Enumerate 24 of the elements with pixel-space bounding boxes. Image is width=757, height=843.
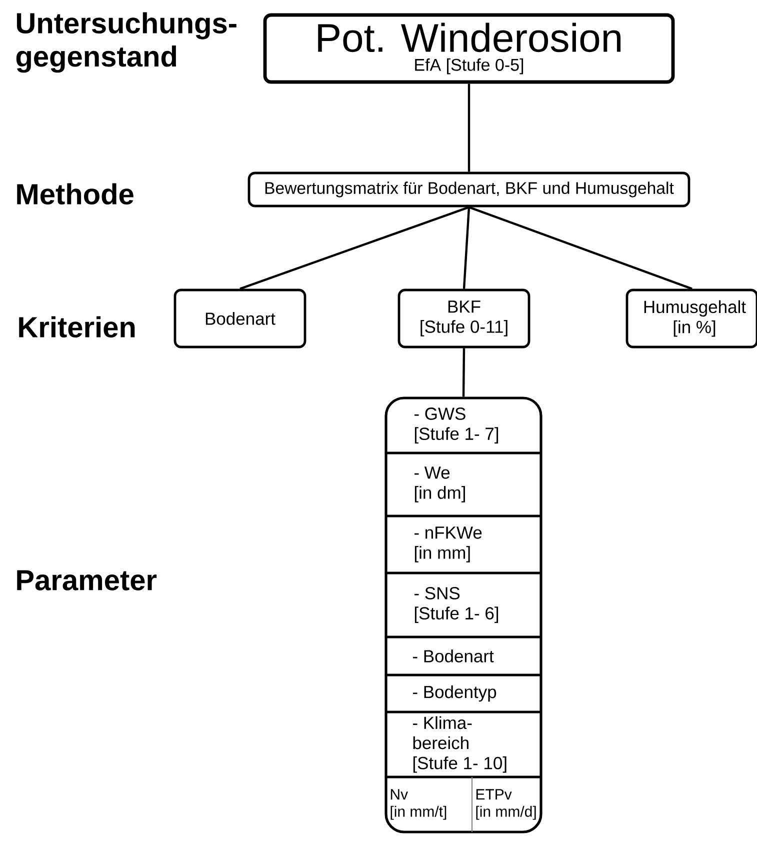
row-label: Kriterien xyxy=(19,316,135,338)
parameter-cell: - We [in dm] xyxy=(414,466,465,502)
criterion-box: Humusgehalt [in %] xyxy=(626,288,757,348)
parameter-cell: - Bodentyp xyxy=(412,685,496,702)
connector-line xyxy=(240,206,470,290)
parameter-cell: ETPv [in mm/d] xyxy=(476,789,536,820)
parameter-cell: - nFKWe [in mm] xyxy=(414,526,482,562)
row-label: Untersuchungs- gegenstand xyxy=(16,12,236,73)
topic-box: Pot. Winderosion EfA [Stufe 0-5] xyxy=(263,13,675,84)
criterion-box: Bodenart xyxy=(174,288,306,348)
connector-line xyxy=(468,206,692,290)
connector-line xyxy=(468,84,470,172)
row-label: Methode xyxy=(17,183,134,204)
connector-line xyxy=(462,348,466,397)
connector-line xyxy=(462,207,470,289)
parameter-cell: - Klima- bereich [Stufe 1- 10] xyxy=(412,716,506,773)
parameter-stack xyxy=(384,396,542,834)
parameter-cell: Nv [in mm/t] xyxy=(390,789,446,820)
parameter-cell: - Bodenart xyxy=(412,650,494,662)
criterion-box: BKF [Stufe 0-11] xyxy=(398,288,530,348)
method-box: Bewertungsmatrix für Bodenart, BKF und Humusgehalt xyxy=(248,172,690,208)
row-label: Parameter xyxy=(17,570,157,590)
parameter-cell: - GWS [Stufe 1- 7] xyxy=(414,408,498,444)
parameter-cell: - SNS [Stufe 1- 6] xyxy=(414,587,498,623)
